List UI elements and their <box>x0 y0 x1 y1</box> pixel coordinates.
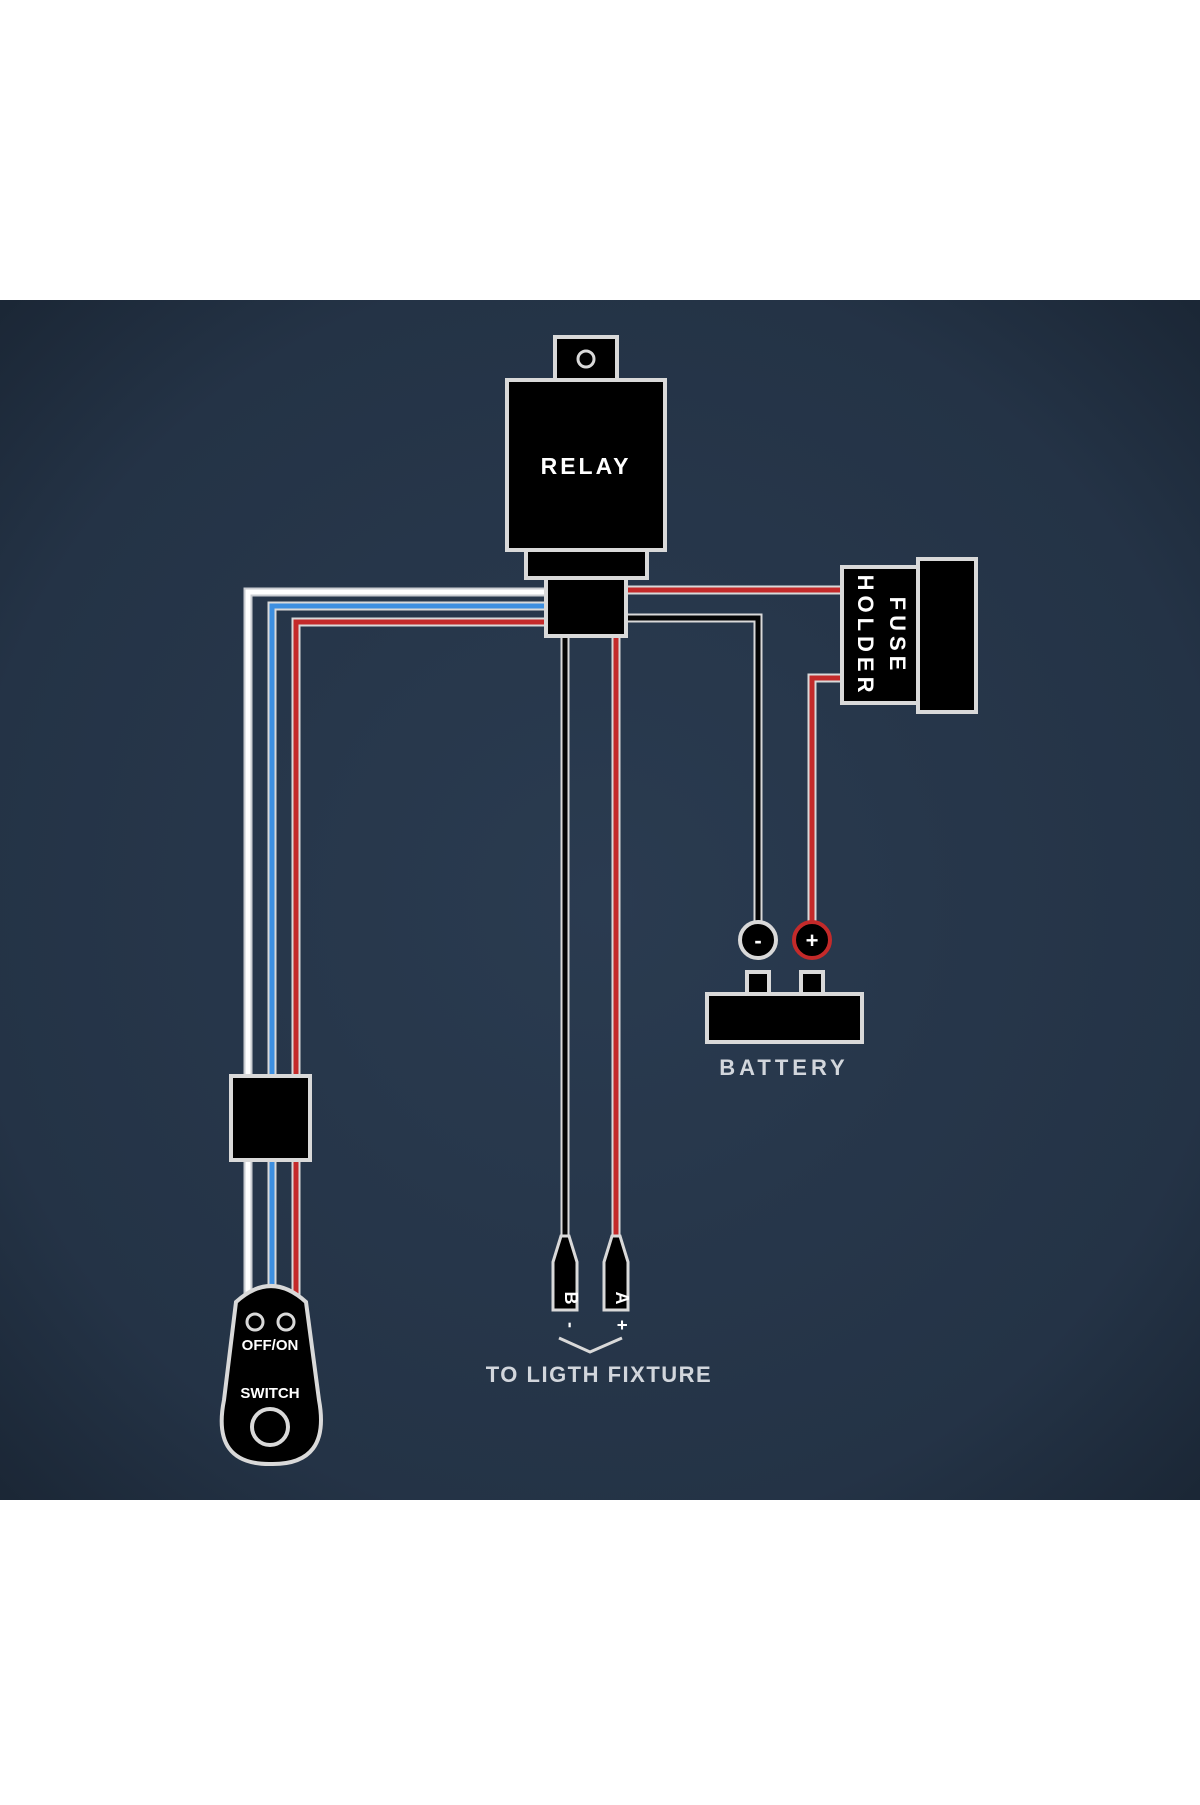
battery-negative-post <box>745 970 771 996</box>
switch: OFF/ON SWITCH <box>219 1284 323 1467</box>
relay-base <box>524 548 649 580</box>
relay-mount-hole-icon <box>576 349 596 369</box>
connector-a-label: A <box>612 1292 632 1305</box>
fuse-holder: FUSE HOLDER <box>840 557 978 714</box>
connector-a <box>602 1234 630 1312</box>
connector-b-polarity: - <box>561 1322 581 1328</box>
connector-b <box>551 1234 579 1312</box>
fixture-bracket-icon <box>558 1336 623 1354</box>
switch-wire-white <box>243 587 545 1300</box>
switch-button-icon <box>250 1407 290 1447</box>
switch-body <box>219 1284 323 1467</box>
relay-battery-wire-black <box>625 613 763 922</box>
switch-off-on-label: OFF/ON <box>242 1337 299 1354</box>
battery-body <box>705 992 864 1044</box>
relay-label: RELAY <box>541 453 632 479</box>
relay-mount-tab <box>553 335 619 382</box>
battery-negative-terminal-marker <box>738 920 778 960</box>
switch-wire-blue <box>267 601 545 1300</box>
connector-a-polarity: + <box>612 1320 632 1331</box>
harness-connector-block <box>229 1074 312 1162</box>
battery-minus-label: - <box>754 928 761 953</box>
switch-led-left-icon <box>245 1312 265 1332</box>
relay: RELAY <box>505 335 667 638</box>
fuse-holder-label-body <box>840 565 920 705</box>
battery-positive-terminal-marker <box>792 920 832 960</box>
battery: - + BATTERY <box>705 920 864 1080</box>
battery-plus-label: + <box>806 928 819 953</box>
fuse-holder-label-line2: HOLDER <box>853 575 878 698</box>
light-fixture-label: TO LIGTH FIXTURE <box>486 1362 712 1387</box>
relay-connector-block <box>544 576 628 638</box>
switch-led-right-icon <box>276 1312 296 1332</box>
light-connectors: B A - + TO LIGTH FIXTURE <box>486 1234 712 1387</box>
fuse-holder-label-line1: FUSE <box>885 597 910 676</box>
wire-harness <box>243 585 845 1300</box>
fuse-battery-wire-red <box>807 673 845 922</box>
battery-positive-post <box>799 970 825 996</box>
switch-label: SWITCH <box>240 1385 299 1402</box>
battery-label: BATTERY <box>719 1055 848 1080</box>
fuse-holder-cap <box>916 557 978 714</box>
connector-b-label: B <box>561 1292 581 1305</box>
